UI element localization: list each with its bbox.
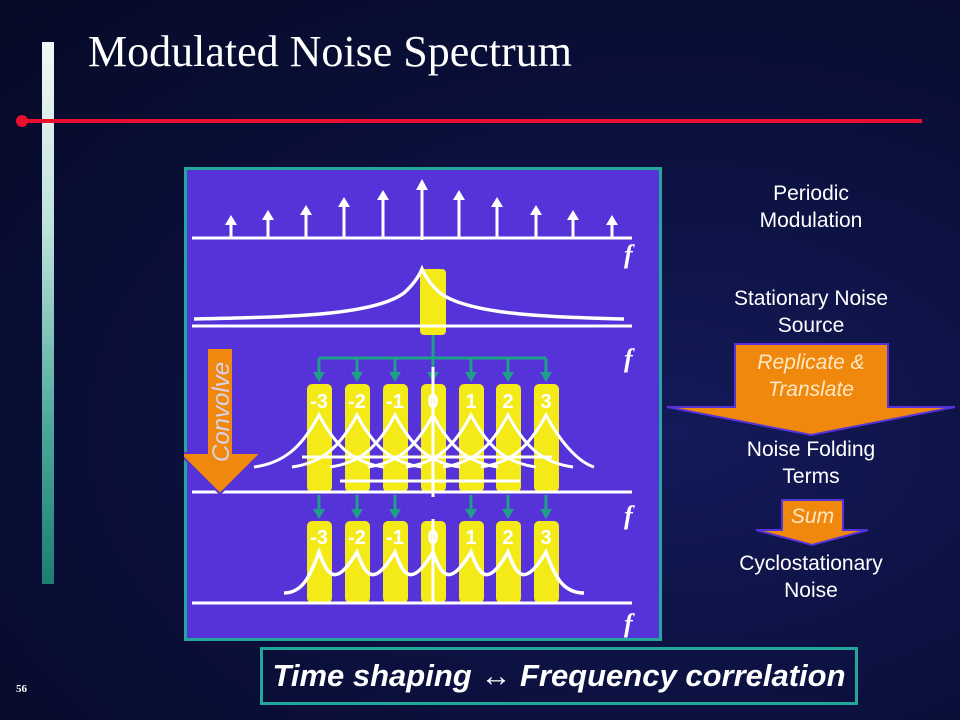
cyclo-label-minus3: -3 bbox=[310, 527, 328, 549]
modulation-impulses bbox=[192, 179, 632, 240]
replica-bar-1 bbox=[459, 384, 484, 492]
replica-bar-3 bbox=[534, 384, 559, 492]
title-underline-dot bbox=[16, 115, 28, 127]
label-noise-folding-terms: Noise Folding Terms bbox=[746, 438, 876, 488]
cyclo-label-3: 3 bbox=[540, 527, 551, 549]
label-replicate-translate: Replicate & Translate bbox=[757, 351, 865, 401]
convolve-label: Convolve bbox=[208, 362, 235, 462]
frequency-axis-label-3: f bbox=[624, 501, 635, 530]
label-stationary-noise-source: Stationary Noise Source bbox=[733, 287, 889, 337]
frequency-axis-label-1: f bbox=[624, 240, 635, 269]
replica-bar-minus3 bbox=[307, 384, 332, 492]
spectrum-diagram: f f -3 bbox=[184, 167, 662, 641]
cyclo-bar-minus1 bbox=[383, 521, 408, 603]
replicate-translate-arrow bbox=[666, 343, 956, 437]
cyclo-label-minus2: -2 bbox=[348, 527, 366, 549]
harmonic-label-minus2: -2 bbox=[348, 391, 366, 413]
stationary-noise bbox=[192, 264, 632, 335]
replica-labels-row4: -3 -2 -1 0 1 2 3 bbox=[310, 527, 551, 549]
summary-banner-text: Time shaping ↔ Frequency correlation bbox=[272, 658, 846, 693]
replica-spectra bbox=[253, 411, 595, 483]
convolve-arrow: Convolve bbox=[184, 347, 264, 496]
sum-arrow bbox=[755, 499, 869, 547]
harmonic-label-1: 1 bbox=[465, 391, 476, 413]
summary-banner: Time shaping ↔ Frequency correlation bbox=[260, 647, 858, 705]
cyclo-label-minus1: -1 bbox=[386, 527, 404, 549]
cyclo-bar-1 bbox=[459, 521, 484, 603]
frequency-axis-label-2: f bbox=[624, 344, 635, 373]
replica-labels-row3: -3 -2 -1 0 1 2 3 bbox=[310, 391, 551, 413]
slide-title: Modulated Noise Spectrum bbox=[88, 27, 572, 76]
harmonic-label-0: 0 bbox=[427, 391, 438, 413]
harmonic-label-minus3: -3 bbox=[310, 391, 328, 413]
cyclo-label-1: 1 bbox=[465, 527, 476, 549]
cyclo-bar-3 bbox=[534, 521, 559, 603]
replica-bar-2 bbox=[496, 384, 521, 492]
cyclo-bar-minus2 bbox=[345, 521, 370, 603]
cyclostationary-bars bbox=[307, 521, 559, 603]
harmonic-label-minus1: -1 bbox=[386, 391, 404, 413]
frequency-axis-label-4: f bbox=[624, 609, 635, 638]
replica-bar-minus1 bbox=[383, 384, 408, 492]
cyclo-bar-2 bbox=[496, 521, 521, 603]
cyclo-label-2: 2 bbox=[502, 527, 513, 549]
slide-number: 56 bbox=[16, 683, 27, 695]
label-sum: Sum bbox=[790, 505, 835, 528]
cyclo-bar-minus3 bbox=[307, 521, 332, 603]
noise-spectrum-curve bbox=[193, 264, 625, 321]
replica-bar-minus2 bbox=[345, 384, 370, 492]
title-underline bbox=[22, 119, 922, 123]
sum-connectors bbox=[313, 495, 552, 519]
left-accent-bar bbox=[42, 42, 54, 584]
label-cyclostationary-noise: Cyclostationary Noise bbox=[739, 552, 883, 602]
label-periodic-modulation: Periodic Modulation bbox=[759, 182, 863, 232]
harmonic-label-3: 3 bbox=[540, 391, 551, 413]
noise-band-highlight bbox=[420, 269, 446, 335]
replicate-connectors bbox=[313, 335, 552, 382]
harmonic-label-2: 2 bbox=[502, 391, 513, 413]
cyclo-label-0: 0 bbox=[427, 527, 438, 549]
